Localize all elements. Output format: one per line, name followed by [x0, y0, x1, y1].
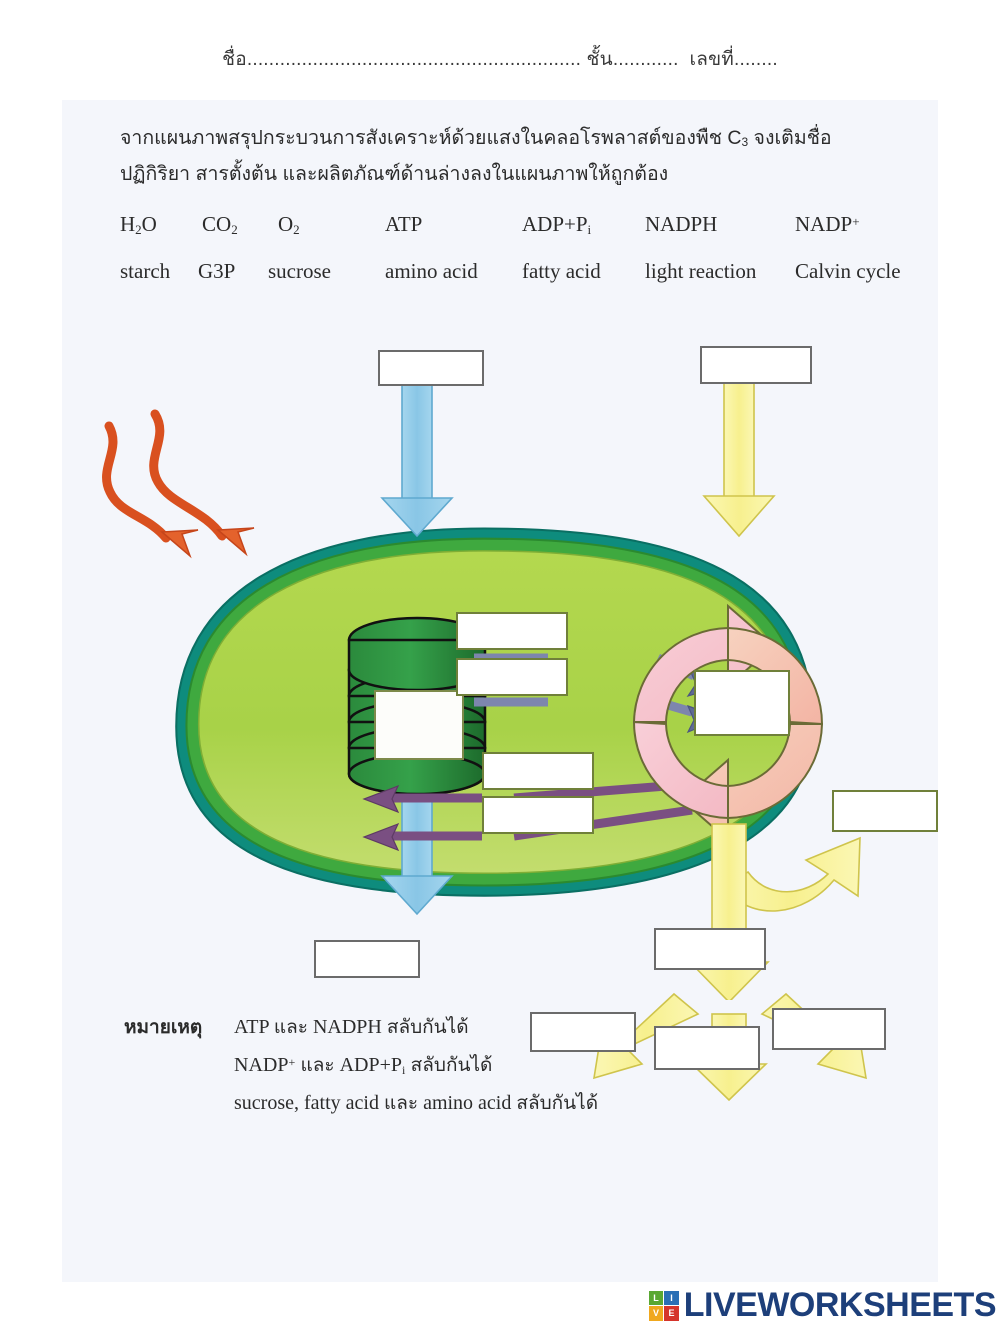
instructions-line1-pre: จากแผนภาพสรุปกระบวนการสังเคราะห์ด้วยแสงใ… [120, 127, 742, 149]
word-co2: CO2 [202, 212, 238, 237]
instructions-text: จากแผนภาพสรุปกระบวนการสังเคราะห์ด้วยแสงใ… [120, 122, 920, 190]
word-h2o: H2O [120, 212, 157, 237]
notes-heading: หมายเหตุ [124, 1017, 203, 1038]
blank-calvin-to-grana-1[interactable] [482, 752, 594, 790]
blank-branch-center[interactable] [654, 1026, 760, 1070]
blank-calvin-to-grana-2[interactable] [482, 796, 594, 834]
word-starch: starch [120, 259, 171, 283]
note-line-3: sucrose, fatty acid และ amino acid สลับก… [234, 1092, 599, 1114]
blank-calvin-cycle-center[interactable] [694, 670, 790, 736]
logo-square-v: V [648, 1306, 664, 1321]
word-bank-row-1: H2O CO2 O2 ATP ADP+Pi NADPH NADP+ [120, 212, 930, 259]
word-calvin-cycle: Calvin cycle [795, 259, 901, 283]
co2-input-arrow [702, 371, 776, 538]
blank-branch-left[interactable] [530, 1012, 636, 1052]
word-g3p: G3P [198, 259, 236, 283]
blank-granum-light-reaction[interactable] [374, 690, 464, 760]
blank-bottom-center-g3p[interactable] [654, 928, 766, 970]
light-arrowheads [160, 527, 255, 559]
worksheet-panel: จากแผนภาพสรุปกระบวนการสังเคราะห์ด้วยแสงใ… [62, 100, 938, 1282]
water-input-arrow [380, 375, 454, 538]
light-arrows [102, 409, 227, 543]
liveworksheets-logo-icon: L I V E [648, 1290, 679, 1321]
blank-bottom-left-oxygen[interactable] [314, 940, 420, 978]
notes-body: ATP และ NADPH สลับกันได้ NADP+ และ ADP+P… [234, 1012, 598, 1126]
instructions-line2: ปฏิกิริยา สารตั้งต้น และผลิตภัณฑ์ด้านล่า… [120, 163, 669, 185]
instructions-line1-sub: 3 [741, 135, 749, 149]
word-adp-pi: ADP+Pi [522, 212, 592, 237]
instructions-line1-post: จงเติมชื่อ [748, 127, 832, 149]
word-o2: O2 [278, 212, 300, 237]
cycle-side-output-arrow [720, 836, 861, 912]
student-info-line: ชื่อ....................................… [222, 49, 778, 70]
blank-grana-to-calvin-1[interactable] [456, 612, 568, 650]
blank-top-right-co2[interactable] [700, 346, 812, 384]
word-fatty-acid: fatty acid [522, 259, 601, 283]
word-nadph: NADPH [645, 212, 718, 236]
word-amino-acid: amino acid [385, 259, 478, 283]
word-sucrose: sucrose [268, 259, 331, 283]
note-line-2: NADP+ และ ADP+Pi สลับกันได้ [234, 1054, 493, 1077]
logo-square-e: E [664, 1306, 679, 1321]
liveworksheets-logo-text: LIVEWORKSHEETS [683, 1286, 997, 1324]
note-line-1: ATP และ NADPH สลับกันได้ [234, 1016, 469, 1038]
chloroplast-membrane [175, 527, 814, 897]
photosynthesis-diagram [62, 340, 938, 1102]
word-bank: H2O CO2 O2 ATP ADP+Pi NADPH NADP+ starch… [120, 212, 930, 306]
word-light-reaction: light reaction [645, 259, 757, 283]
word-atp: ATP [385, 212, 423, 236]
blank-branch-right[interactable] [772, 1008, 886, 1050]
blank-cycle-side-output[interactable] [832, 790, 938, 832]
calvin-to-grana-arrowheads [362, 784, 400, 852]
word-nadp-plus: NADP+ [795, 212, 860, 236]
blank-top-left-water[interactable] [378, 350, 484, 386]
logo-square-i: I [664, 1290, 679, 1305]
liveworksheets-logo[interactable]: L I V E LIVEWORKSHEETS [648, 1286, 997, 1325]
blank-grana-to-calvin-2[interactable] [456, 658, 568, 696]
logo-square-l: L [648, 1290, 664, 1305]
word-bank-row-2: starch G3P sucrose amino acid fatty acid… [120, 259, 930, 306]
